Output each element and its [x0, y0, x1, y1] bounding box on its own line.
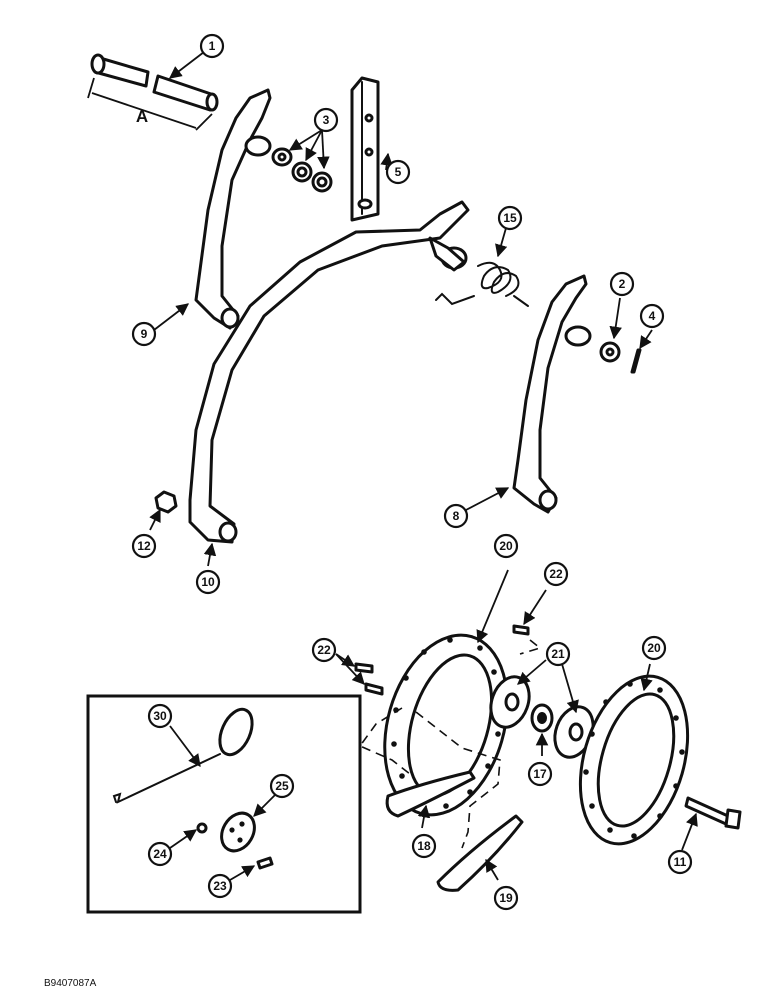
- cotter-pin-part-4: [630, 348, 642, 374]
- screw-part-23: [256, 856, 274, 870]
- svg-text:1: 1: [209, 39, 216, 53]
- nut-part-12: [154, 490, 178, 514]
- ball-part-24: [196, 822, 208, 834]
- callout-8: 8: [443, 503, 469, 529]
- callout-11: 11: [667, 849, 693, 875]
- svg-text:4: 4: [649, 309, 656, 323]
- svg-text:2: 2: [619, 277, 626, 291]
- washer-part-2: [599, 341, 621, 363]
- callout-17: 17: [527, 761, 553, 787]
- svg-text:20: 20: [499, 539, 513, 553]
- svg-text:22: 22: [549, 567, 563, 581]
- pin-part-1: [87, 53, 219, 131]
- scraper-part-19: [436, 814, 524, 892]
- svg-text:30: 30: [153, 709, 167, 723]
- callout-24: 24: [147, 841, 173, 867]
- inset-frame: [86, 694, 362, 914]
- arm-part-8: [512, 274, 592, 514]
- bolt-part-11: [684, 796, 742, 830]
- dimension-letter-a: A: [136, 107, 148, 126]
- callout-1: 1: [199, 33, 225, 59]
- svg-text:15: 15: [503, 211, 517, 225]
- callout-10: 10: [195, 569, 221, 595]
- svg-text:23: 23: [213, 879, 227, 893]
- callout-30: 30: [147, 703, 173, 729]
- leader-lines: [149, 51, 698, 881]
- svg-text:21: 21: [551, 647, 565, 661]
- svg-text:20: 20: [647, 641, 661, 655]
- callout-22-right: 22: [543, 561, 569, 587]
- callout-23: 23: [207, 873, 233, 899]
- svg-text:9: 9: [141, 327, 148, 341]
- callout-15: 15: [497, 205, 523, 231]
- callout-25: 25: [269, 773, 295, 799]
- svg-text:19: 19: [499, 891, 513, 905]
- svg-text:10: 10: [201, 575, 215, 589]
- svg-text:24: 24: [153, 847, 167, 861]
- callout-3: 3: [313, 107, 339, 133]
- svg-text:11: 11: [674, 855, 687, 869]
- svg-text:17: 17: [533, 767, 547, 781]
- callout-20-front: 20: [493, 533, 519, 559]
- callout-12: 12: [131, 533, 157, 559]
- svg-text:22: 22: [317, 643, 331, 657]
- drawing-code: B9407087A: [44, 978, 97, 989]
- callout-22-left: 22: [311, 637, 337, 663]
- washers-part-3: [271, 147, 333, 193]
- arm-part-9: [194, 88, 272, 330]
- callout-19: 19: [493, 885, 519, 911]
- svg-text:12: 12: [137, 539, 151, 553]
- callout-5: 5: [385, 159, 411, 185]
- callout-4: 4: [639, 303, 665, 329]
- arc-arm-part-10: [188, 200, 470, 544]
- callout-9: 9: [131, 321, 157, 347]
- plate-part-5: [350, 76, 380, 222]
- hook-tool-part-30: [112, 707, 254, 804]
- callout-21: 21: [545, 641, 571, 667]
- plate-part-25: [220, 811, 256, 853]
- svg-text:25: 25: [275, 779, 289, 793]
- hub-part-21: [489, 675, 595, 759]
- svg-text:3: 3: [323, 113, 330, 127]
- callout-20-back: 20: [641, 635, 667, 661]
- svg-text:18: 18: [417, 839, 431, 853]
- pins-part-22: [354, 624, 530, 696]
- disc-ring-part-20-back: [578, 674, 690, 846]
- assembly-lines: [358, 639, 542, 849]
- scraper-part-18: [385, 770, 476, 818]
- spring-part-15: [435, 261, 529, 307]
- callout-18: 18: [411, 833, 437, 859]
- svg-text:5: 5: [395, 165, 402, 179]
- bearing-part-17: [530, 703, 554, 733]
- callout-2: 2: [609, 271, 635, 297]
- svg-text:8: 8: [453, 509, 460, 523]
